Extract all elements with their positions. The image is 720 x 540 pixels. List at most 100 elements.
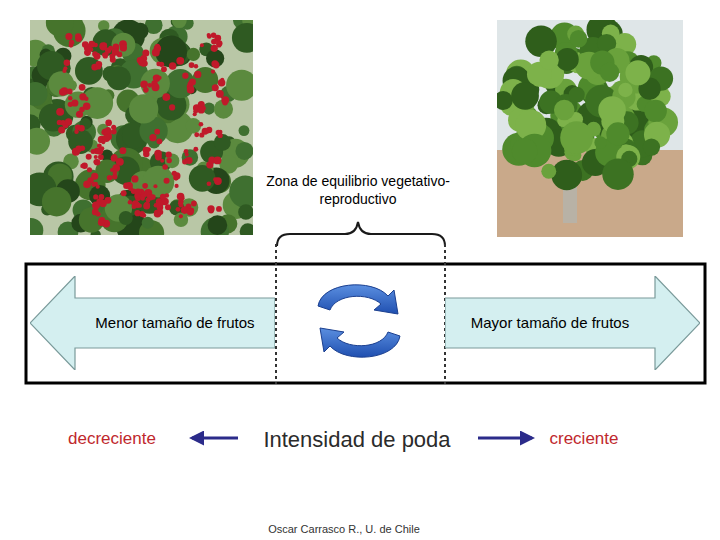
foliage bbox=[226, 70, 253, 101]
cherry-fruit bbox=[152, 83, 160, 91]
foliage bbox=[240, 223, 253, 235]
cherry-fruit bbox=[62, 69, 66, 73]
cherry-fruit bbox=[216, 206, 222, 212]
cherry-fruit bbox=[87, 167, 92, 172]
cherry-fruit bbox=[166, 152, 172, 158]
cherry-fruit bbox=[86, 154, 92, 160]
cherry-fruit bbox=[142, 183, 148, 189]
credit-note: Oscar Carrasco R., U. de Chile bbox=[268, 522, 420, 536]
scale-end: decreciente bbox=[68, 428, 156, 450]
foliage bbox=[618, 83, 632, 97]
cherry-fruit bbox=[154, 129, 160, 135]
axis-arrow bbox=[192, 437, 238, 440]
foliage bbox=[569, 87, 585, 103]
foliage bbox=[42, 187, 71, 216]
zone-caption: Zona de equilibrio vegetativo-reproducti… bbox=[258, 172, 458, 208]
cherry-fruit bbox=[103, 135, 110, 142]
cherry-fruit bbox=[178, 201, 183, 206]
cherry-fruit bbox=[65, 33, 72, 40]
foliage bbox=[75, 57, 103, 85]
cherry-fruit bbox=[218, 79, 226, 87]
scale-frame bbox=[26, 264, 705, 383]
cherry-fruit bbox=[91, 149, 96, 154]
cherry-fruit bbox=[128, 200, 132, 204]
cherry-fruit bbox=[79, 107, 84, 112]
cherry-fruit bbox=[67, 89, 73, 95]
cherry-fruit bbox=[99, 200, 106, 207]
arrow-fill bbox=[445, 276, 700, 370]
cherry-fruit bbox=[180, 58, 184, 62]
cherry-fruit bbox=[59, 88, 66, 95]
cherry-fruit bbox=[214, 156, 222, 164]
cherry-fruit bbox=[79, 84, 86, 91]
foliage bbox=[497, 91, 513, 110]
cherry-fruit bbox=[194, 64, 198, 68]
scale-end: creciente bbox=[550, 428, 619, 450]
foliage bbox=[643, 138, 660, 155]
cherry-fruit bbox=[208, 208, 214, 214]
cherry-fruit bbox=[169, 62, 176, 69]
cherry-fruit bbox=[143, 203, 150, 210]
cherry-fruit bbox=[105, 119, 112, 126]
cherry-fruit bbox=[182, 159, 187, 164]
cherry-fruit bbox=[213, 62, 220, 69]
cherry-fruit bbox=[189, 62, 195, 68]
cherry-fruit bbox=[162, 93, 170, 101]
cherry-fruit bbox=[111, 125, 116, 130]
cherry-fruit bbox=[65, 118, 72, 125]
cherry-fruit bbox=[139, 211, 145, 217]
photo-ground bbox=[30, 20, 253, 235]
foliage bbox=[602, 158, 633, 189]
cherry-fruit bbox=[72, 148, 80, 156]
foliage bbox=[142, 217, 154, 229]
curly-brace bbox=[277, 222, 445, 246]
direction-arrow: Menor tamaño de frutos bbox=[30, 276, 275, 370]
arrow-fill bbox=[30, 276, 275, 370]
cherry-fruit bbox=[112, 154, 116, 158]
cherry-fruit bbox=[107, 175, 113, 181]
foliage bbox=[68, 129, 93, 154]
foliage bbox=[625, 60, 650, 85]
cherry-fruit bbox=[56, 108, 64, 116]
foliage bbox=[512, 139, 538, 165]
cherry-fruit bbox=[142, 49, 149, 56]
foliage bbox=[112, 33, 136, 57]
foliage bbox=[511, 82, 539, 110]
foliage bbox=[30, 128, 50, 155]
cherry-fruit bbox=[131, 175, 138, 182]
cherry-fruit bbox=[84, 97, 88, 101]
cherry-fruit bbox=[161, 66, 167, 72]
cherry-fruit bbox=[93, 194, 98, 199]
cherry-fruit bbox=[98, 154, 104, 160]
cherry-fruit bbox=[182, 73, 188, 79]
cherry-fruit bbox=[98, 194, 104, 200]
cherry-fruit bbox=[176, 207, 181, 212]
cherry-fruit bbox=[216, 90, 224, 98]
cherry-fruit bbox=[211, 39, 217, 45]
foliage bbox=[232, 23, 253, 53]
cherry-tree-photo bbox=[30, 20, 253, 235]
cherry-fruit bbox=[91, 173, 98, 180]
foliage bbox=[129, 94, 158, 123]
cherry-fruit bbox=[194, 132, 199, 137]
cherry-fruit bbox=[134, 193, 140, 199]
foliage bbox=[119, 211, 133, 225]
cherry-fruit bbox=[143, 87, 149, 93]
cherry-fruit bbox=[184, 149, 189, 154]
cherry-fruit bbox=[119, 147, 126, 154]
cherry-fruit bbox=[121, 190, 127, 196]
cherry-fruit bbox=[100, 146, 105, 151]
foliage bbox=[30, 82, 47, 106]
cherry-fruit bbox=[221, 96, 229, 104]
cherry-fruit bbox=[159, 62, 164, 67]
cherry-fruit bbox=[156, 138, 162, 144]
cherry-fruit bbox=[207, 181, 212, 186]
cherry-fruit bbox=[155, 44, 160, 49]
cherry-fruit bbox=[172, 171, 177, 176]
cherry-fruit bbox=[94, 155, 98, 159]
foliage bbox=[644, 100, 667, 123]
cherry-fruit bbox=[112, 48, 119, 55]
foliage bbox=[560, 121, 593, 154]
foliage bbox=[192, 67, 218, 93]
cherry-fruit bbox=[158, 209, 164, 215]
